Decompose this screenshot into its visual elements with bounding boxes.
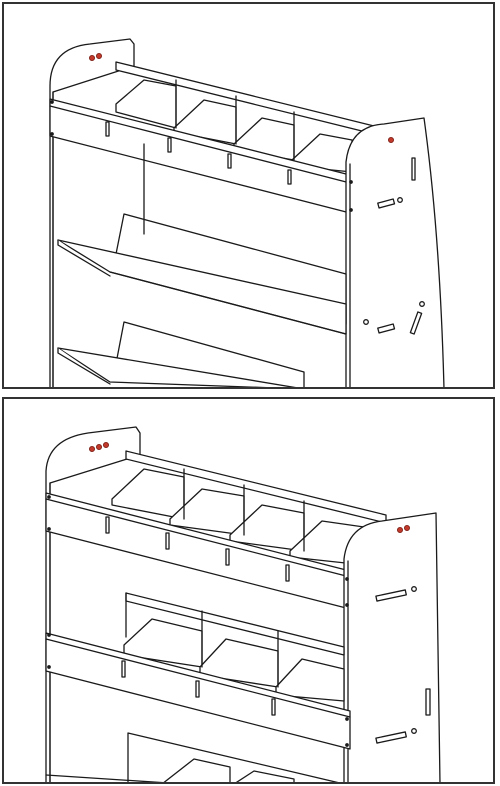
marker-dot xyxy=(396,526,403,533)
rail-slot xyxy=(225,548,230,566)
marker-dot xyxy=(89,55,96,62)
rail-slot xyxy=(165,532,170,550)
right-side-panel xyxy=(345,117,445,387)
rail-slot xyxy=(105,121,110,137)
marker-dot xyxy=(403,525,410,532)
marker-dot xyxy=(96,53,103,60)
marker-dot xyxy=(96,444,103,451)
marker-dot xyxy=(387,136,394,143)
divider-9 xyxy=(235,770,295,782)
rail-slot xyxy=(105,516,110,534)
panel-bottom xyxy=(2,397,495,784)
side-hole xyxy=(397,197,403,203)
shelf-drawing-top xyxy=(49,38,445,387)
rail-slot xyxy=(227,153,232,169)
tilted-shelf-2 xyxy=(57,347,296,387)
side-slot xyxy=(425,688,431,716)
bottom-back-wall xyxy=(127,732,339,782)
panel-top xyxy=(2,2,495,389)
side-slot xyxy=(377,198,396,209)
divider-8 xyxy=(163,758,231,782)
rail-slot xyxy=(195,680,200,698)
side-slot xyxy=(375,589,407,602)
rail-slot xyxy=(285,564,290,582)
side-slot xyxy=(377,323,396,334)
side-slot xyxy=(409,311,423,335)
side-slot xyxy=(411,157,416,181)
rail-slot xyxy=(167,137,172,153)
rail-slot xyxy=(287,169,292,185)
side-hole xyxy=(363,319,369,325)
side-hole xyxy=(419,301,425,307)
right-side-panel xyxy=(343,512,441,782)
marker-dot xyxy=(103,442,110,449)
divider-1 xyxy=(111,468,185,520)
shelf-drawing-bottom xyxy=(45,426,441,782)
rail-slot xyxy=(121,660,126,678)
side-slot xyxy=(375,731,407,744)
side-hole xyxy=(411,728,417,734)
side-hole xyxy=(411,586,417,592)
marker-dot xyxy=(89,446,96,453)
rail-slot xyxy=(271,698,276,716)
